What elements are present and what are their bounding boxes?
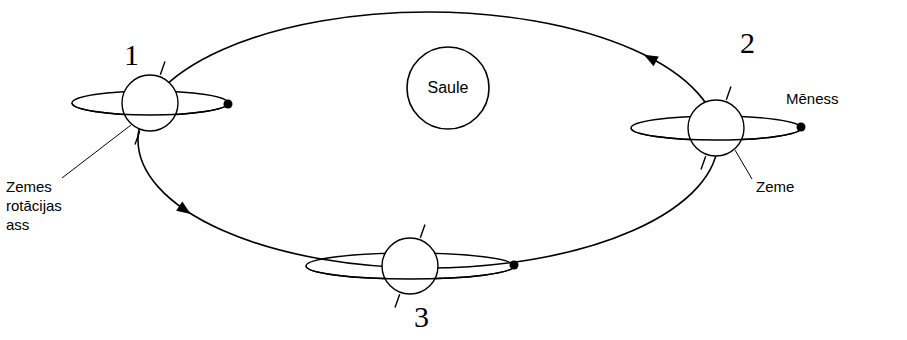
- sun-circle: Saule: [406, 46, 490, 130]
- position-number: 1: [124, 40, 139, 70]
- earth-with-moon: [72, 62, 233, 145]
- orbit-arrow: [641, 50, 659, 66]
- moon-label: Mēness: [786, 90, 839, 109]
- position-number: 3: [414, 302, 429, 332]
- leader-line: [62, 125, 131, 178]
- orbit-arrow: [176, 202, 194, 219]
- node-label: Saule: [428, 79, 469, 97]
- leader-line: [735, 150, 752, 179]
- position-number: 2: [740, 28, 755, 58]
- axis-label: Zemes rotācijas ass: [6, 178, 80, 234]
- earth-orbit: [138, 12, 718, 268]
- earth-with-moon: [306, 225, 519, 308]
- earth-label: Zeme: [756, 178, 794, 197]
- earth-with-moon: [631, 87, 806, 170]
